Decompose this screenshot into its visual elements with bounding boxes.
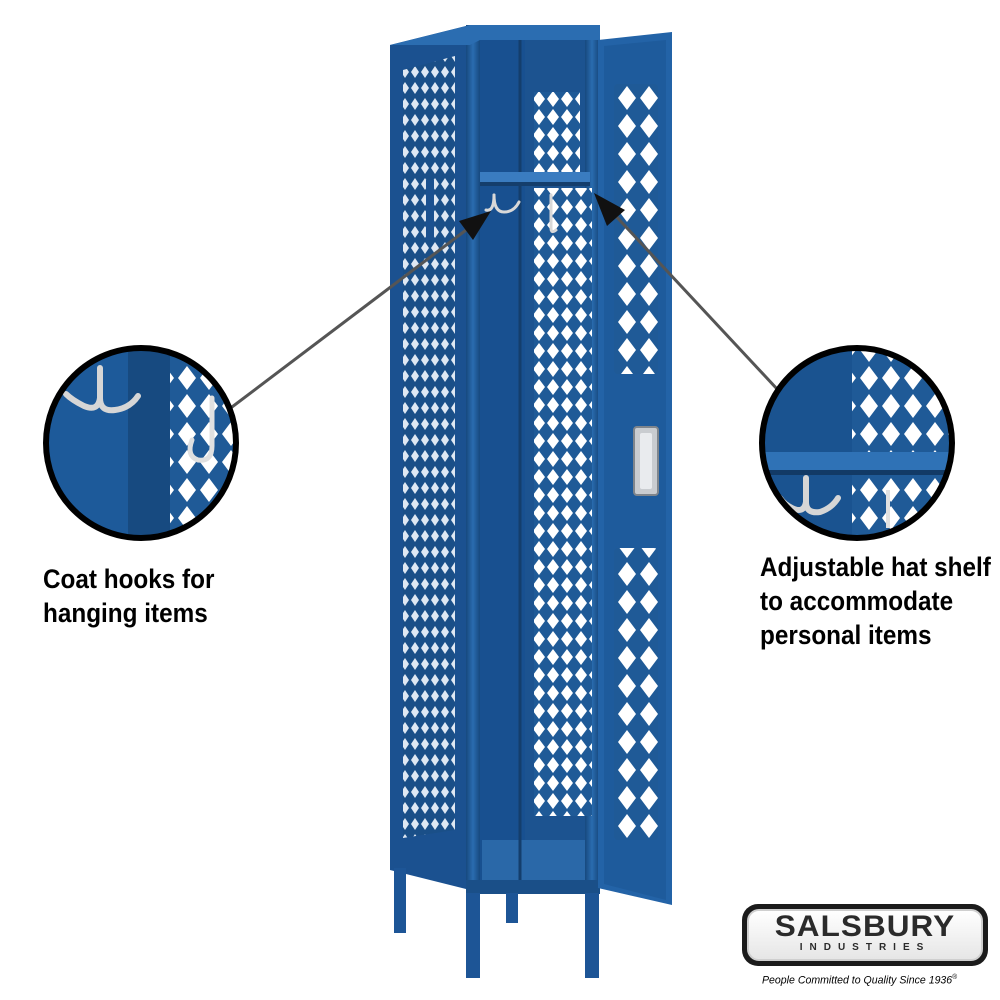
locker-interior [480, 40, 592, 880]
coat-hook [484, 193, 558, 234]
brand-tagline: People Committed to Quality Since 1936® [762, 974, 957, 987]
brand-subtitle: INDUSTRIES [799, 942, 931, 953]
hat-shelf [480, 172, 590, 186]
pointer-arrow-left [227, 211, 491, 412]
hat-shelf-caption-line3: personal items [760, 620, 932, 650]
hat-shelf-caption-line2: to accommodate [760, 586, 954, 616]
registered-mark: ® [952, 974, 958, 981]
hat-shelf-caption-line1: Adjustable hat shelf [760, 552, 991, 582]
coat-hook-zoom-inset [43, 345, 239, 541]
locker-side-panel [390, 25, 470, 890]
salsbury-logo-plate: SALSBURY INDUSTRIES [747, 909, 983, 961]
coat-hooks-caption-line1: Coat hooks for [43, 564, 215, 594]
brand-tagline-text: People Committed to Quality Since 1936 [762, 974, 953, 987]
coat-hooks-caption: Coat hooks for hanging items [43, 562, 214, 630]
locker-door [598, 32, 672, 905]
locker-legs [394, 868, 599, 978]
hat-shelf-caption: Adjustable hat shelf to accommodate pers… [760, 550, 991, 652]
hat-shelf-zoom-inset [759, 345, 955, 541]
brand-name: SALSBURY [774, 910, 956, 943]
salsbury-logo: SALSBURY INDUSTRIES [742, 904, 988, 966]
pointer-arrow-right [594, 193, 780, 392]
coat-hooks-caption-line2: hanging items [43, 598, 208, 628]
